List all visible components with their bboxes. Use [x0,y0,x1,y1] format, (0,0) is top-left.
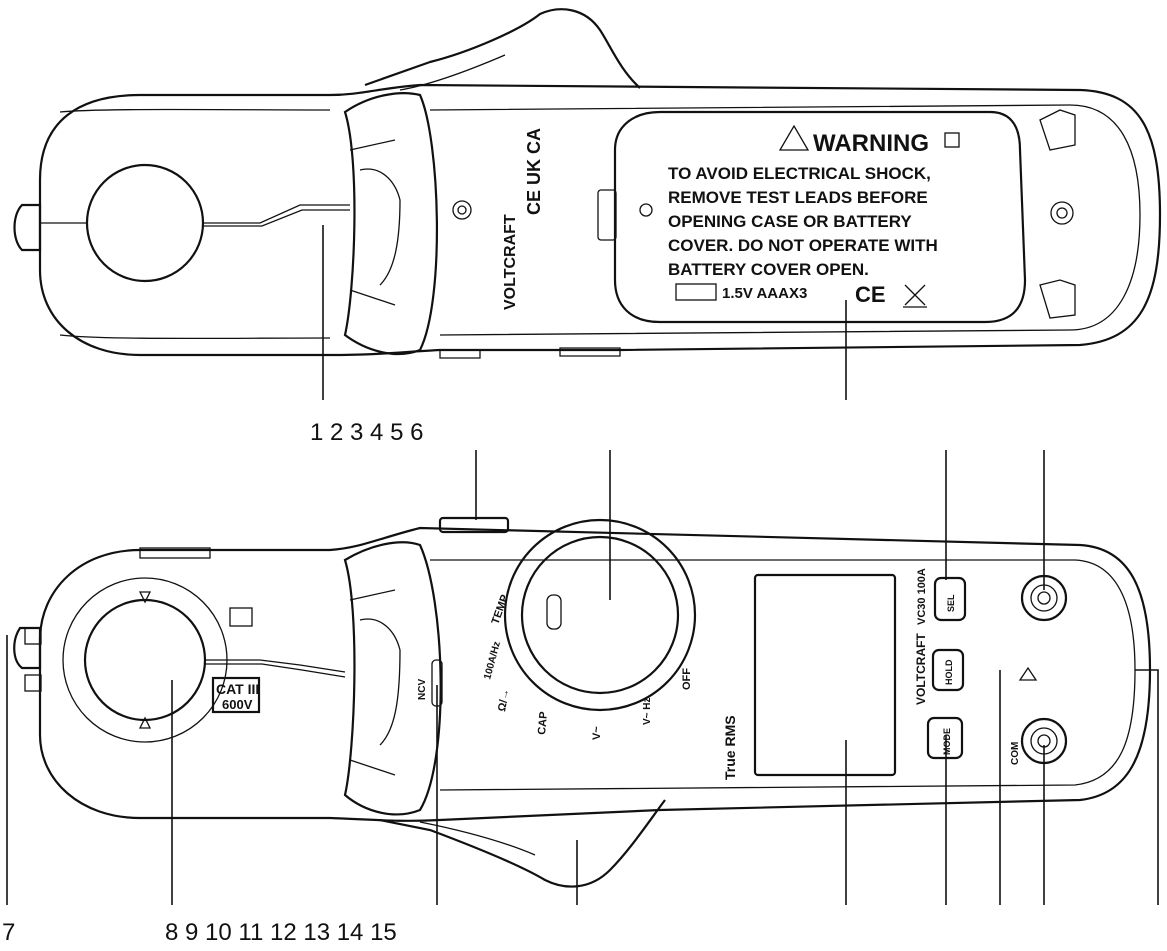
dial-ohm-label: Ω/→ [496,688,512,713]
battery-cover [613,110,1027,324]
back-screw-right [1050,201,1074,225]
cover-latch [597,189,617,241]
dial-vac-label: V~ Hz [642,697,653,725]
warning-line-3: OPENING CASE OR BATTERY [668,212,912,231]
double-insulation-icon [944,132,960,148]
warning-line-4: COVER. DO NOT OPERATE WITH [668,236,938,255]
weee-bin-icon [903,284,927,308]
sel-button-label: SEL [946,594,956,612]
model-label: VC30 100A [916,568,928,625]
cat-badge [211,676,261,714]
front-jaw-hole [83,598,207,722]
battery-icon [675,283,717,301]
warning-ce-mark: CE [855,282,886,307]
front-body-outline [38,526,1152,822]
jaw-marker-top [24,627,42,645]
cat-volt-label: 600V [222,697,253,712]
hold-button-label: HOLD [944,659,954,685]
rotary-dial-outer [503,518,697,712]
front-jaw-flap [379,799,666,888]
callout-7: 7 [2,919,15,946]
front-view: CAT III 600V NCV TEMP 100A/Hz Ω/→ CAP V~… [13,516,1152,888]
warning-label: WARNING TO AVOID ELECTRICAL SHOCK, REMOV… [668,124,960,308]
rotary-dial[interactable] [520,535,680,695]
front-top-strip [139,547,211,559]
dial-cap-label: CAP [536,711,550,735]
ncv-label: NCV [417,679,428,700]
back-view: VOLTCRAFT CE UK CA WARNING TO AVOID ELEC… [13,8,1162,359]
callout-top-row: 1 2 3 4 5 6 [310,419,423,446]
mode-button-label: MODE [942,728,952,755]
hold-button[interactable] [931,648,965,692]
sel-button[interactable] [933,576,967,622]
mode-button[interactable] [926,716,964,760]
callout-bottom-row: 8 9 10 11 12 13 14 15 [165,919,397,946]
back-ce-uk-label: CE UK CA [524,128,544,215]
back-brand-label: VOLTCRAFT [502,214,519,310]
hazard-icon [1018,666,1038,681]
front-brand-label: VOLTCRAFT [914,633,928,705]
dial-pointer [546,594,562,630]
back-body-outline [38,83,1162,357]
dial-temp-label: TEMP [490,593,512,626]
dial-hz-label: 100A/Hz [482,640,503,680]
warning-triangle-icon [778,124,810,151]
true-rms-label: True RMS [722,715,738,780]
front-trigger-housing [343,541,442,816]
lcd-display [753,573,897,777]
back-jaw-hole [85,163,205,283]
bottom-leaders [6,450,1159,905]
battery-spec: 1.5V AAAX3 [722,285,807,302]
warning-line-2: REMOVE TEST LEADS BEFORE [668,188,928,207]
back-screw-left [452,200,472,220]
dial-off-label: OFF [681,668,693,690]
front-tip [13,626,42,670]
warning-line-5: BATTERY COVER OPEN. [668,260,869,279]
back-trigger-housing [343,92,439,356]
back-tip [13,203,42,252]
cat-label: CAT III [216,681,259,697]
top-leaders [322,225,847,400]
jaw-marker-bottom [24,674,42,692]
dial-v-label: V~ [591,726,603,740]
com-label: COM [1010,742,1021,765]
side-button [438,516,510,534]
warning-line-1: TO AVOID ELECTRICAL SHOCK, [668,164,931,183]
back-jaw-flap [364,8,641,89]
warning-title: WARNING [813,130,929,157]
ce-small-mark [229,607,253,627]
